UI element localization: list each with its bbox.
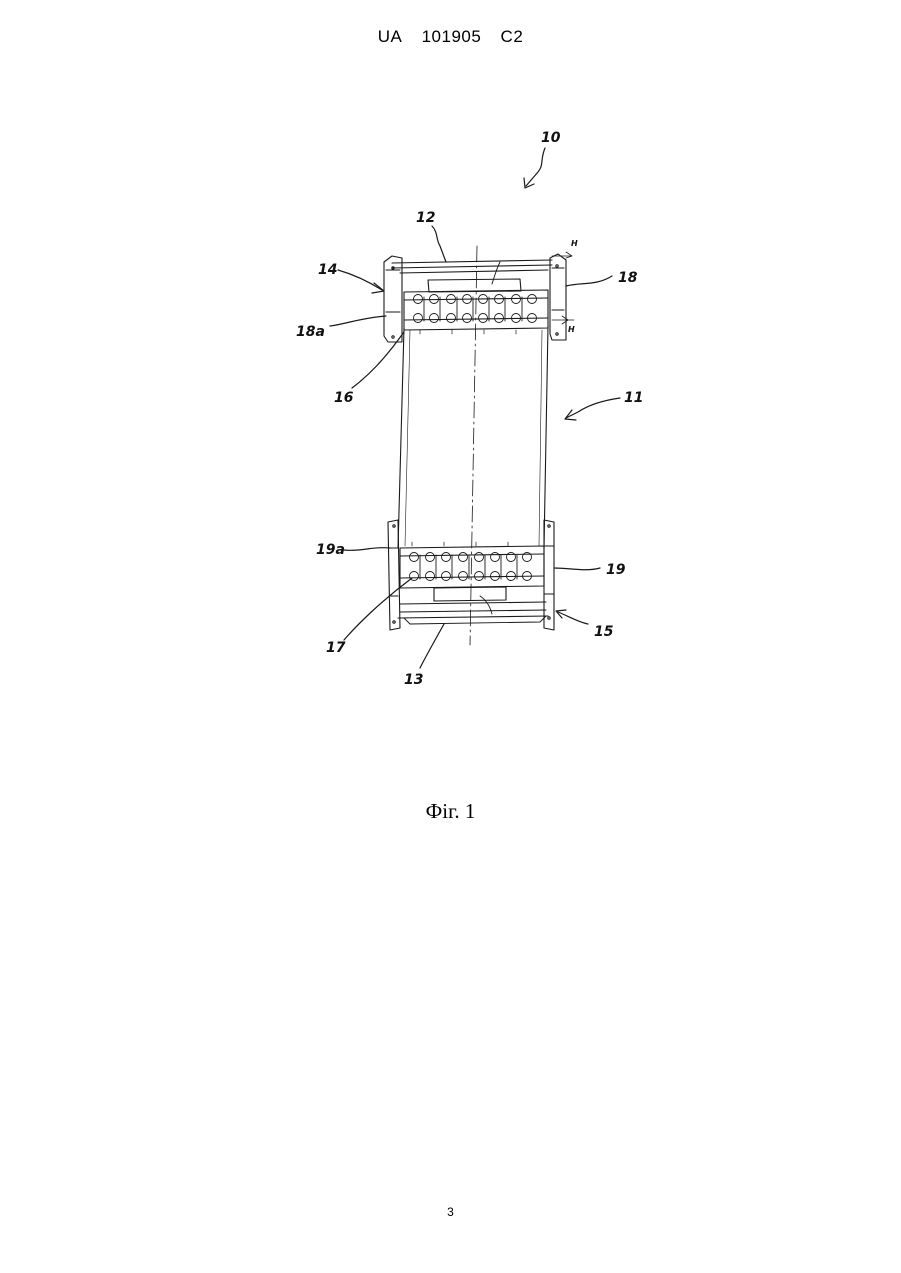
page-number: 3	[0, 1205, 901, 1219]
ref-label-10: 10	[541, 130, 561, 146]
ref-label-18a: 18a	[296, 324, 325, 340]
ref-label-11: 11	[624, 390, 643, 406]
ref-label-17: 17	[326, 640, 346, 656]
ref-label-19: 19	[606, 562, 626, 578]
ref-label-19a: 19a	[316, 542, 345, 558]
dimension-label-h-top: H	[571, 239, 578, 248]
ref-label-12: 12	[416, 210, 435, 226]
ref-label-15: 15	[594, 624, 614, 640]
ref-label-13: 13	[404, 672, 423, 688]
patent-drawing: 10 11 12 13 14 15 16 17 18 18a 19 19a H …	[0, 0, 901, 760]
leader-lines	[330, 148, 620, 668]
ref-label-16: 16	[334, 390, 354, 406]
top-end-assembly	[384, 252, 574, 342]
center-axis	[470, 246, 477, 645]
dimension-label-h-bottom: H	[568, 325, 575, 334]
figure-caption: Фіг. 1	[0, 799, 901, 824]
main-body-outline	[398, 326, 548, 548]
ref-label-14: 14	[318, 262, 337, 278]
ref-label-18: 18	[618, 270, 638, 286]
bottom-end-assembly	[388, 520, 554, 630]
